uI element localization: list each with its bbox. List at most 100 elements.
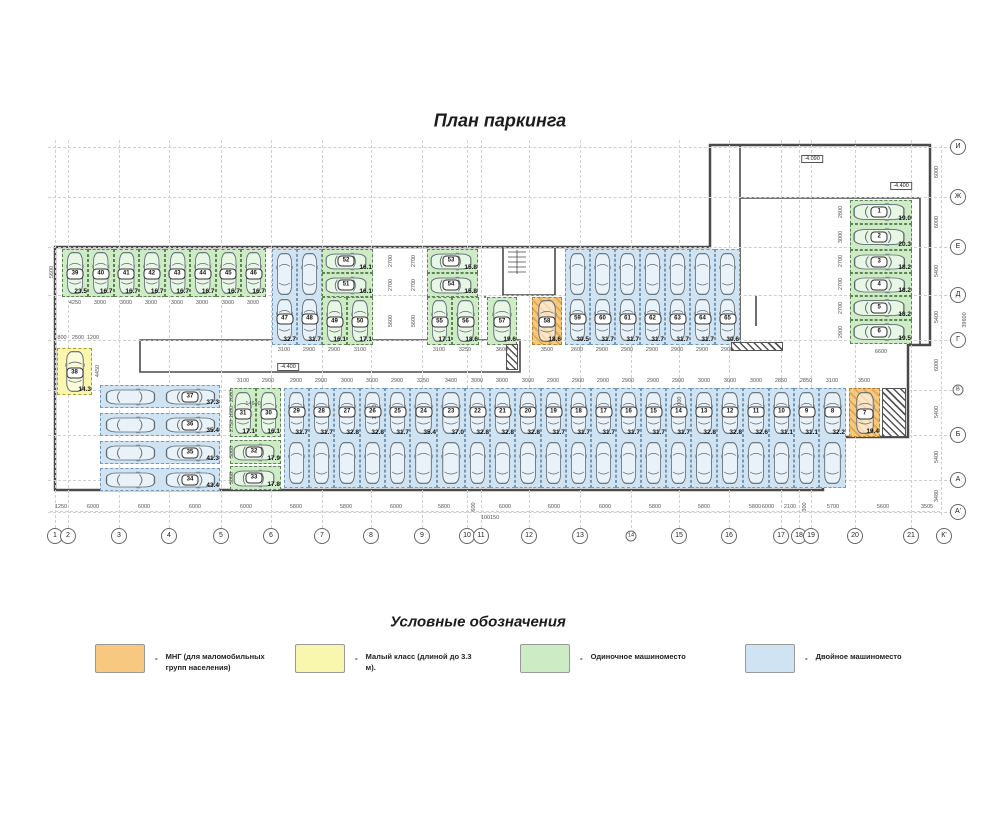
stall-number: 15 <box>645 406 662 418</box>
stall-area-label: 32.8 <box>501 429 514 436</box>
stall-number: 27 <box>338 406 356 418</box>
axis-bubble-bottom: К' <box>936 528 952 544</box>
car-icon-wrap <box>105 454 155 506</box>
stall-number: 22 <box>469 406 486 418</box>
axis-dimension: 6000 <box>188 504 202 510</box>
car-icon-wrap <box>441 441 461 485</box>
dimension-label: 3000 <box>697 378 711 384</box>
stall-area-label: 31.1 <box>805 429 818 436</box>
stall-number: 5 <box>870 302 888 314</box>
stall-area-label: 37.0 <box>451 429 464 436</box>
axis-dimension: 6000 <box>239 504 253 510</box>
legend-label: Малый класс (длиной до 3.3 м). <box>365 652 472 673</box>
car-icon <box>719 253 736 295</box>
stall-area-label: 32.8 <box>527 429 540 436</box>
stall-number: 36 <box>181 419 199 430</box>
stall-area-label: 37.3 <box>206 399 219 406</box>
legend-dash: - <box>355 654 358 663</box>
stall-area-label: 20.3 <box>898 241 911 248</box>
axis-dim-line <box>941 145 942 515</box>
stall-number: 7 <box>856 408 873 419</box>
stall-area-label: 31.7 <box>627 429 640 436</box>
car-icon <box>570 442 587 484</box>
car-icon <box>276 253 293 295</box>
grid-line-vertical <box>781 140 782 528</box>
stall-number: 49 <box>326 316 343 328</box>
dimension-label: 2700 <box>411 278 417 292</box>
legend-label: МНГ (для маломобильных групп населения) <box>165 652 265 673</box>
axis-bubble-right: Б <box>950 427 966 443</box>
car-icon <box>313 442 330 484</box>
axis-total-dimension: 39600 <box>962 312 968 328</box>
stall-area-label: 31.7 <box>652 429 665 436</box>
dimension-label: 3100 <box>353 347 367 353</box>
dimension-label: 800 <box>57 335 67 341</box>
axis-dimension: 600 <box>471 502 477 512</box>
dimension-label: 3000 <box>838 230 844 244</box>
stall-area-label: 15.8 <box>464 288 477 295</box>
dimension-label: 3000 <box>195 300 209 306</box>
car-icon <box>519 442 537 484</box>
axis-bubble-right: Г <box>950 332 966 348</box>
stall-number: 37 <box>181 391 199 402</box>
axis-bubble-bottom: 11 <box>473 528 489 544</box>
axis-bubble-bottom: 7 <box>314 528 330 544</box>
car-icon-wrap <box>338 441 356 485</box>
dimension-label: 5600 <box>49 265 55 279</box>
dimension-label: 3500 <box>540 347 554 353</box>
axis-bubble-bottom: 17 <box>773 528 789 544</box>
stall-area-label: 15.8 <box>464 264 477 271</box>
car-icon <box>721 442 739 484</box>
legend-dash: - <box>155 654 158 663</box>
axis-bubble-bottom: 4 <box>161 528 177 544</box>
stall-number: 21 <box>494 406 511 418</box>
axis-dimension: 5400 <box>934 310 940 324</box>
car-icon <box>414 442 433 484</box>
car-icon <box>669 253 686 295</box>
axis-bubble-bottom: 15 <box>671 528 687 544</box>
car-icon <box>645 442 662 484</box>
stall-area-label: 18.2 <box>898 311 911 318</box>
stall-area-label: 32.6 <box>755 429 768 436</box>
car-icon <box>301 253 318 295</box>
grid-line-horizontal <box>48 197 952 198</box>
car-icon-wrap <box>798 441 815 485</box>
stall-area-label: 17.1 <box>242 428 255 435</box>
dimension-label: 3250 <box>458 347 472 353</box>
grid-line-vertical <box>481 140 482 528</box>
dimension-label: 2900 <box>838 325 844 339</box>
dimension-label: 2700 <box>411 254 417 268</box>
stall-area-label: 16.7 <box>201 288 215 295</box>
stall-number: 20 <box>519 406 537 418</box>
car-icon <box>747 442 765 484</box>
dimension-label: 2900 <box>646 378 660 384</box>
stall-number: 62 <box>644 313 661 325</box>
stall-area-label: 23.5 <box>74 288 87 295</box>
stall-area-label: 19.4 <box>866 428 879 435</box>
axis-dimension: 5800 <box>748 504 762 510</box>
car-icon <box>569 253 586 295</box>
legend-label: Одиночное машиноместо <box>590 652 686 661</box>
car-icon-wrap <box>494 441 511 485</box>
stall-number: 64 <box>694 313 711 325</box>
stall-area-label: 31.7 <box>577 429 590 436</box>
stall-area-label: 31.7 <box>308 336 321 343</box>
car-icon <box>441 442 461 484</box>
stall-area-label: 41.3 <box>206 455 219 462</box>
car-icon-wrap <box>545 441 562 485</box>
stall-area-label: 14.3 <box>78 386 91 393</box>
dock-hatch <box>506 344 518 370</box>
car-icon <box>695 442 713 484</box>
stall-number: 51 <box>337 279 355 291</box>
axis-dimension: 6000 <box>934 165 940 179</box>
car-icon <box>389 442 406 484</box>
dimension-label: 3000 <box>723 378 737 384</box>
axis-dimension: 6000 <box>598 504 612 510</box>
car-icon <box>105 388 155 405</box>
stall-area-label: 32.8 <box>729 429 742 436</box>
axis-dimension: 300 <box>802 502 808 512</box>
stall-area-label: 16.7 <box>252 288 265 295</box>
axis-bubble-bottom: 20 <box>847 528 863 544</box>
stall-number: 18 <box>570 406 587 418</box>
